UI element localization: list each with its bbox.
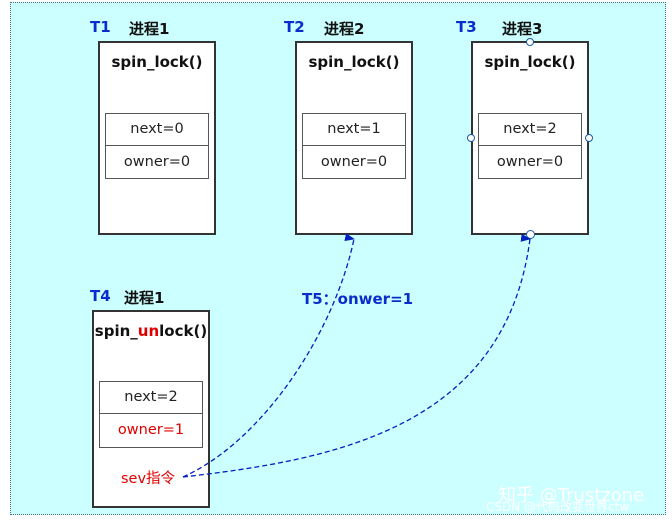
selection-handle-left[interactable] <box>467 134 475 142</box>
t4-function-highlight: un <box>137 322 160 340</box>
watermark-credit: CSDN @代码改变世界ctw <box>486 500 630 514</box>
t1-owner-field: owner=0 <box>105 145 209 179</box>
t2-owner-field: owner=0 <box>302 145 406 179</box>
t3-time-label: T3 <box>456 18 477 36</box>
t4-time-label: T4 <box>90 287 111 305</box>
t2-process-box: spin_lock() next=1 owner=0 <box>295 41 413 235</box>
t3-owner-field: owner=0 <box>478 145 582 179</box>
t4-process-box: spin_unlock() next=2 owner=1 <box>92 310 210 508</box>
t4-process-label: 进程1 <box>124 289 165 307</box>
t2-function-name: spin_lock() <box>308 53 400 71</box>
t3-process-box: spin_lock() next=2 owner=0 <box>471 41 589 235</box>
t2-time-label: T2 <box>284 18 305 36</box>
t4-function-name: spin_unlock() <box>94 322 208 340</box>
watermark-brand: 知乎 @Trustzone <box>498 485 645 506</box>
t1-process-label: 进程1 <box>129 20 170 38</box>
t1-time-label: T1 <box>90 18 111 36</box>
arrow-sev-to-t2 <box>182 233 355 478</box>
t4-owner-field: owner=1 <box>99 413 203 448</box>
t4-function-prefix: spin_ <box>94 322 138 340</box>
t4-function-suffix: lock() <box>159 322 208 340</box>
t5-label: T5：onwer=1 <box>302 290 414 308</box>
selection-handle-right[interactable] <box>585 134 593 142</box>
sev-instruction-label: sev指令 <box>121 471 176 487</box>
t4-next-field: next=2 <box>99 381 203 414</box>
t1-function-name: spin_lock() <box>111 53 203 71</box>
arrow-sev-to-t3 <box>182 233 531 478</box>
t3-process-label: 进程3 <box>502 20 543 38</box>
t2-process-label: 进程2 <box>324 20 365 38</box>
selection-handle-top[interactable] <box>526 38 534 46</box>
t1-process-box: spin_lock() next=0 owner=0 <box>98 41 216 235</box>
t3-function-name: spin_lock() <box>484 53 576 71</box>
